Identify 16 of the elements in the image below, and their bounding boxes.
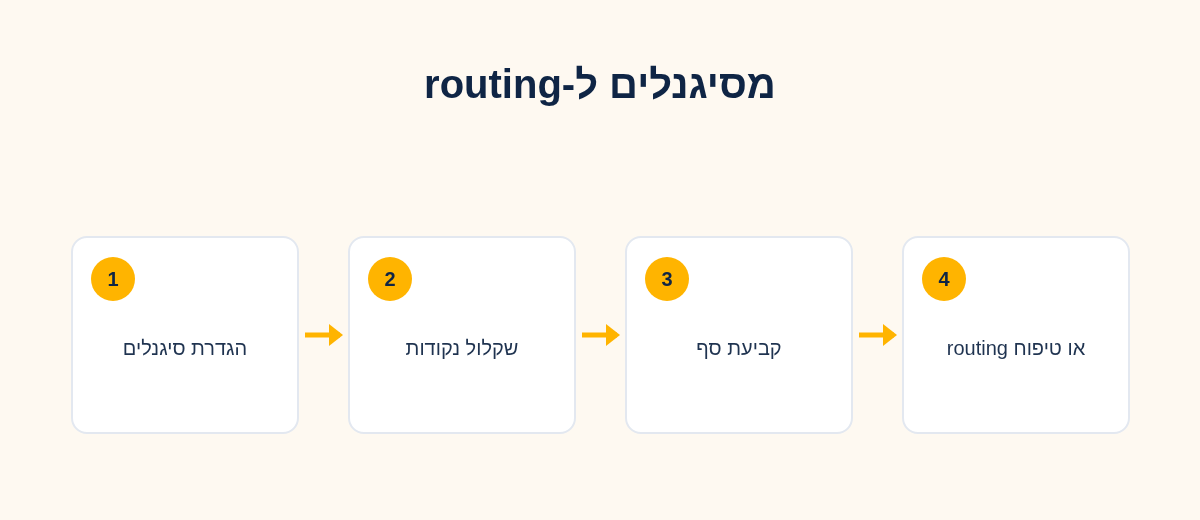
step-label: שקלול נקודות (405, 336, 519, 361)
step-card (625, 236, 853, 434)
step-number-badge: 1 (91, 257, 135, 301)
step-card (71, 236, 299, 434)
arrow (859, 324, 897, 346)
diagram-title: מסיגנלים ל-routing (424, 61, 776, 108)
arrow (305, 324, 343, 346)
step-card (902, 236, 1130, 434)
step-number-badge: 4 (922, 257, 966, 301)
step-label: הגדרת סיגנלים (122, 336, 248, 361)
step-label: קביעת סף (696, 336, 782, 361)
step-number-badge: 2 (368, 257, 412, 301)
step-label: או טיפוח routing (946, 336, 1086, 361)
arrow (582, 324, 620, 346)
step-number-badge: 3 (645, 257, 689, 301)
step-card (348, 236, 576, 434)
